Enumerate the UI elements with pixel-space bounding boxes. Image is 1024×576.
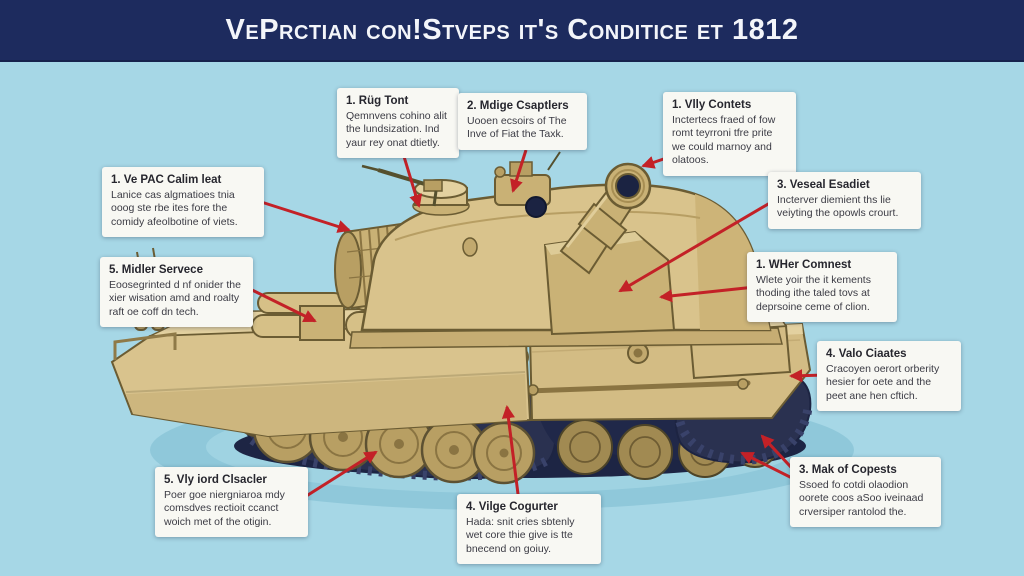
callout-title: 5. Midler Servece [109,264,203,276]
tow-rod [525,380,751,394]
callout-mdige-csaptlers: 2. Mdige Csaptlers Uooen ecsoirs of The … [458,93,587,150]
callout-body: Incterver diemient ths lie veiyting the … [777,194,899,220]
callout-title: 3. Mak of Copests [799,464,897,476]
callout-body: Poer goe niergniaroa mdy comsdves rectio… [164,489,285,528]
aa-machine-gun [361,164,443,207]
callout-title: 4. Valo Ciaates [826,348,907,360]
callout-midler-servece: 5. Midler Servece Eoosegrinted d nf onid… [100,257,253,328]
stowage-crate [299,305,345,341]
leader-line [510,149,528,193]
page-title: VePrctian con!Stveps it's Conditice et 1… [225,13,799,46]
callout-vlly-contets: 1. Vlly Contets Inctertecs fraed of fow … [663,92,796,176]
callout-body: Inctertecs fraed of fow romt teyrroni tf… [672,114,776,167]
leader-line [400,149,423,208]
header-bar: VePrctian con!Stveps it's Conditice et 1… [0,0,1024,62]
callout-body: Lanice cas algmatioes tnia ooog ste rbe … [111,189,238,228]
callout-vilge-cogurter: 4. Vilge Cogurter Hada: snit cries sbten… [457,494,601,565]
callout-title: 4. Vilge Cogurter [466,501,558,513]
leader-line [618,198,776,293]
callout-title: 2. Mdige Csaptlers [467,100,569,112]
hull-left [110,247,551,438]
callout-mak-of-copests: 3. Mak of Copests Ssoed fo cotdi olaodio… [790,457,941,528]
callout-body: Eoosegrinted d nf onider the xier wisati… [109,279,241,318]
callout-vly-iord: 5. Vly iord Clsacler Poer goe niergniaro… [155,467,308,538]
callout-veseal-esadiet: 3. Veseal Esadiet Incterver diemient ths… [768,172,921,229]
gun-barrel [559,162,652,275]
periscope-mount [494,151,561,218]
leader-line [247,286,317,323]
callout-body: Ssoed fo cotdi olaodion oorete coos aSoo… [799,479,924,518]
callout-title: 1. Vlly Contets [672,99,752,111]
railing [113,332,177,360]
callout-title: 3. Veseal Esadiet [777,179,870,191]
muzzle-bore [615,173,641,199]
callout-body: Wlete yoir the it kements thoding ithe t… [756,274,871,313]
scope-lens [525,196,547,218]
callout-body: Hada: snit cries sbtenly wet core thie g… [466,516,575,555]
leader-line [501,405,522,511]
callout-ve-pac-calim: 1. Ve PAC Calim leat Lanice cas algmatio… [102,167,264,238]
leader-line [254,198,351,233]
callout-wher-comnest: 1. WHer Comnest Wlete yoir the it kement… [747,252,897,323]
callout-title: 1. Rüg Tont [346,95,409,107]
leader-line [299,450,378,502]
callout-title: 1. WHer Comnest [756,259,852,271]
turret [334,151,783,349]
callout-title: 1. Ve PAC Calim leat [111,174,222,186]
callout-rug-tont: 1. Rüg Tont Qemnvens cohino alit the lun… [337,88,459,159]
leader-line [659,285,756,303]
callout-body: Uooen ecsoirs of The Inve of Fiat the Ta… [467,115,567,141]
callout-body: Cracoyen oerort orberity hesier for oete… [826,363,940,402]
callout-body: Qemnvens cohino alit the lundsization. I… [346,110,447,149]
leader-lines [247,148,826,511]
callout-title: 5. Vly iord Clsacler [164,474,267,486]
callout-valo-ciaates: 4. Valo Ciaates Cracoyen oerort orberity… [817,341,961,412]
